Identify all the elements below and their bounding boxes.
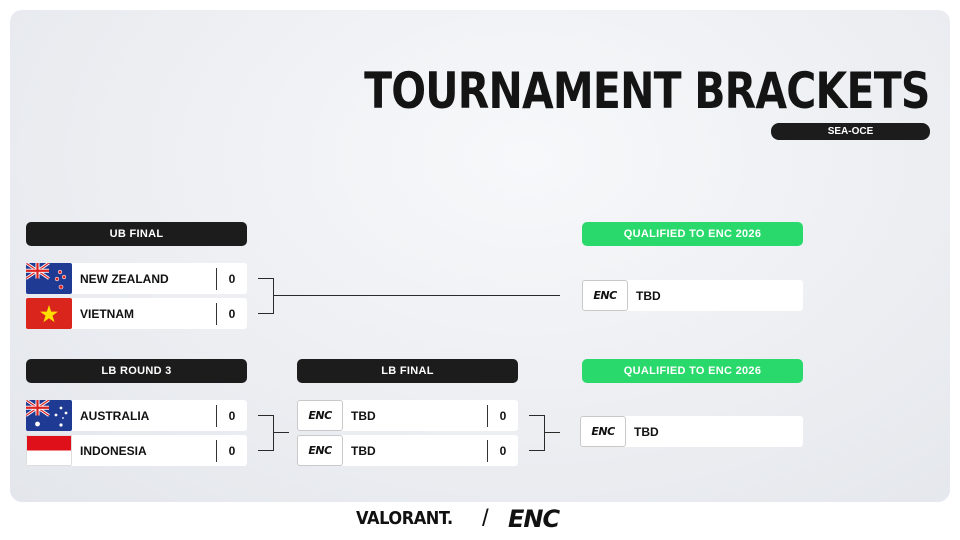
team-row-new-zealand[interactable]: NEW ZEALAND 0	[26, 263, 247, 294]
score-divider	[487, 439, 488, 462]
score-divider	[216, 404, 217, 427]
score-divider	[216, 439, 217, 462]
connector-line	[273, 295, 560, 296]
team-name: VIETNAM	[80, 306, 134, 321]
valorant-logo-icon: VALORANT.	[356, 508, 453, 529]
connector-line	[258, 278, 274, 279]
team-row-vietnam[interactable]: VIETNAM 0	[26, 298, 247, 329]
ub-final-label: UB FINAL	[26, 222, 247, 246]
connector-line	[273, 415, 274, 451]
team-name: TBD	[351, 443, 376, 458]
footer-separator: /	[482, 505, 489, 532]
score-divider	[487, 404, 488, 427]
team-name: NEW ZEALAND	[80, 271, 169, 286]
team-row-australia[interactable]: AUSTRALIA 0	[26, 400, 247, 431]
lb-final-label: LB FINAL	[297, 359, 518, 383]
team-name: TBD	[636, 288, 661, 303]
qualified-slot-top[interactable]: ENC TBD	[582, 280, 803, 311]
team-score: 0	[228, 306, 236, 321]
connector-line	[273, 278, 274, 314]
team-name: TBD	[634, 424, 659, 439]
qualified-label-bottom: QUALIFIED TO ENC 2026	[582, 359, 803, 383]
connector-line	[529, 450, 545, 451]
team-name: INDONESIA	[80, 443, 147, 458]
connector-line	[258, 415, 274, 416]
qualified-label-top: QUALIFIED TO ENC 2026	[582, 222, 803, 246]
lb-final-slot-2[interactable]: ENC TBD 0	[297, 435, 518, 466]
lb-final-slot-1[interactable]: ENC TBD 0	[297, 400, 518, 431]
team-name: AUSTRALIA	[80, 408, 150, 423]
connector-line	[258, 313, 274, 314]
australia-flag-icon	[26, 400, 72, 431]
region-badge: SEA-OCE	[771, 123, 930, 140]
connector-line	[529, 415, 545, 416]
team-score: 0	[228, 443, 236, 458]
team-name: TBD	[351, 408, 376, 423]
team-score: 0	[499, 443, 507, 458]
enc-logo-icon: ENC	[580, 416, 626, 447]
enc-logo-icon: ENC	[297, 435, 343, 466]
score-divider	[216, 302, 217, 325]
qualified-slot-bottom[interactable]: ENC TBD	[580, 416, 803, 447]
enc-logo-icon: ENC	[582, 280, 628, 311]
score-divider	[216, 267, 217, 290]
page-title: TOURNAMENT BRACKETS	[364, 62, 931, 120]
new-zealand-flag-icon	[26, 263, 72, 294]
connector-line	[544, 432, 560, 433]
enc-footer-logo-icon: ENC	[508, 505, 560, 533]
connector-line	[258, 450, 274, 451]
team-score: 0	[228, 408, 236, 423]
indonesia-flag-icon	[26, 435, 72, 466]
connector-line	[544, 415, 545, 451]
connector-line	[273, 432, 289, 433]
enc-logo-icon: ENC	[297, 400, 343, 431]
vietnam-flag-icon	[26, 298, 72, 329]
team-score: 0	[499, 408, 507, 423]
team-row-indonesia[interactable]: INDONESIA 0	[26, 435, 247, 466]
team-score: 0	[228, 271, 236, 286]
lb-round3-label: LB ROUND 3	[26, 359, 247, 383]
